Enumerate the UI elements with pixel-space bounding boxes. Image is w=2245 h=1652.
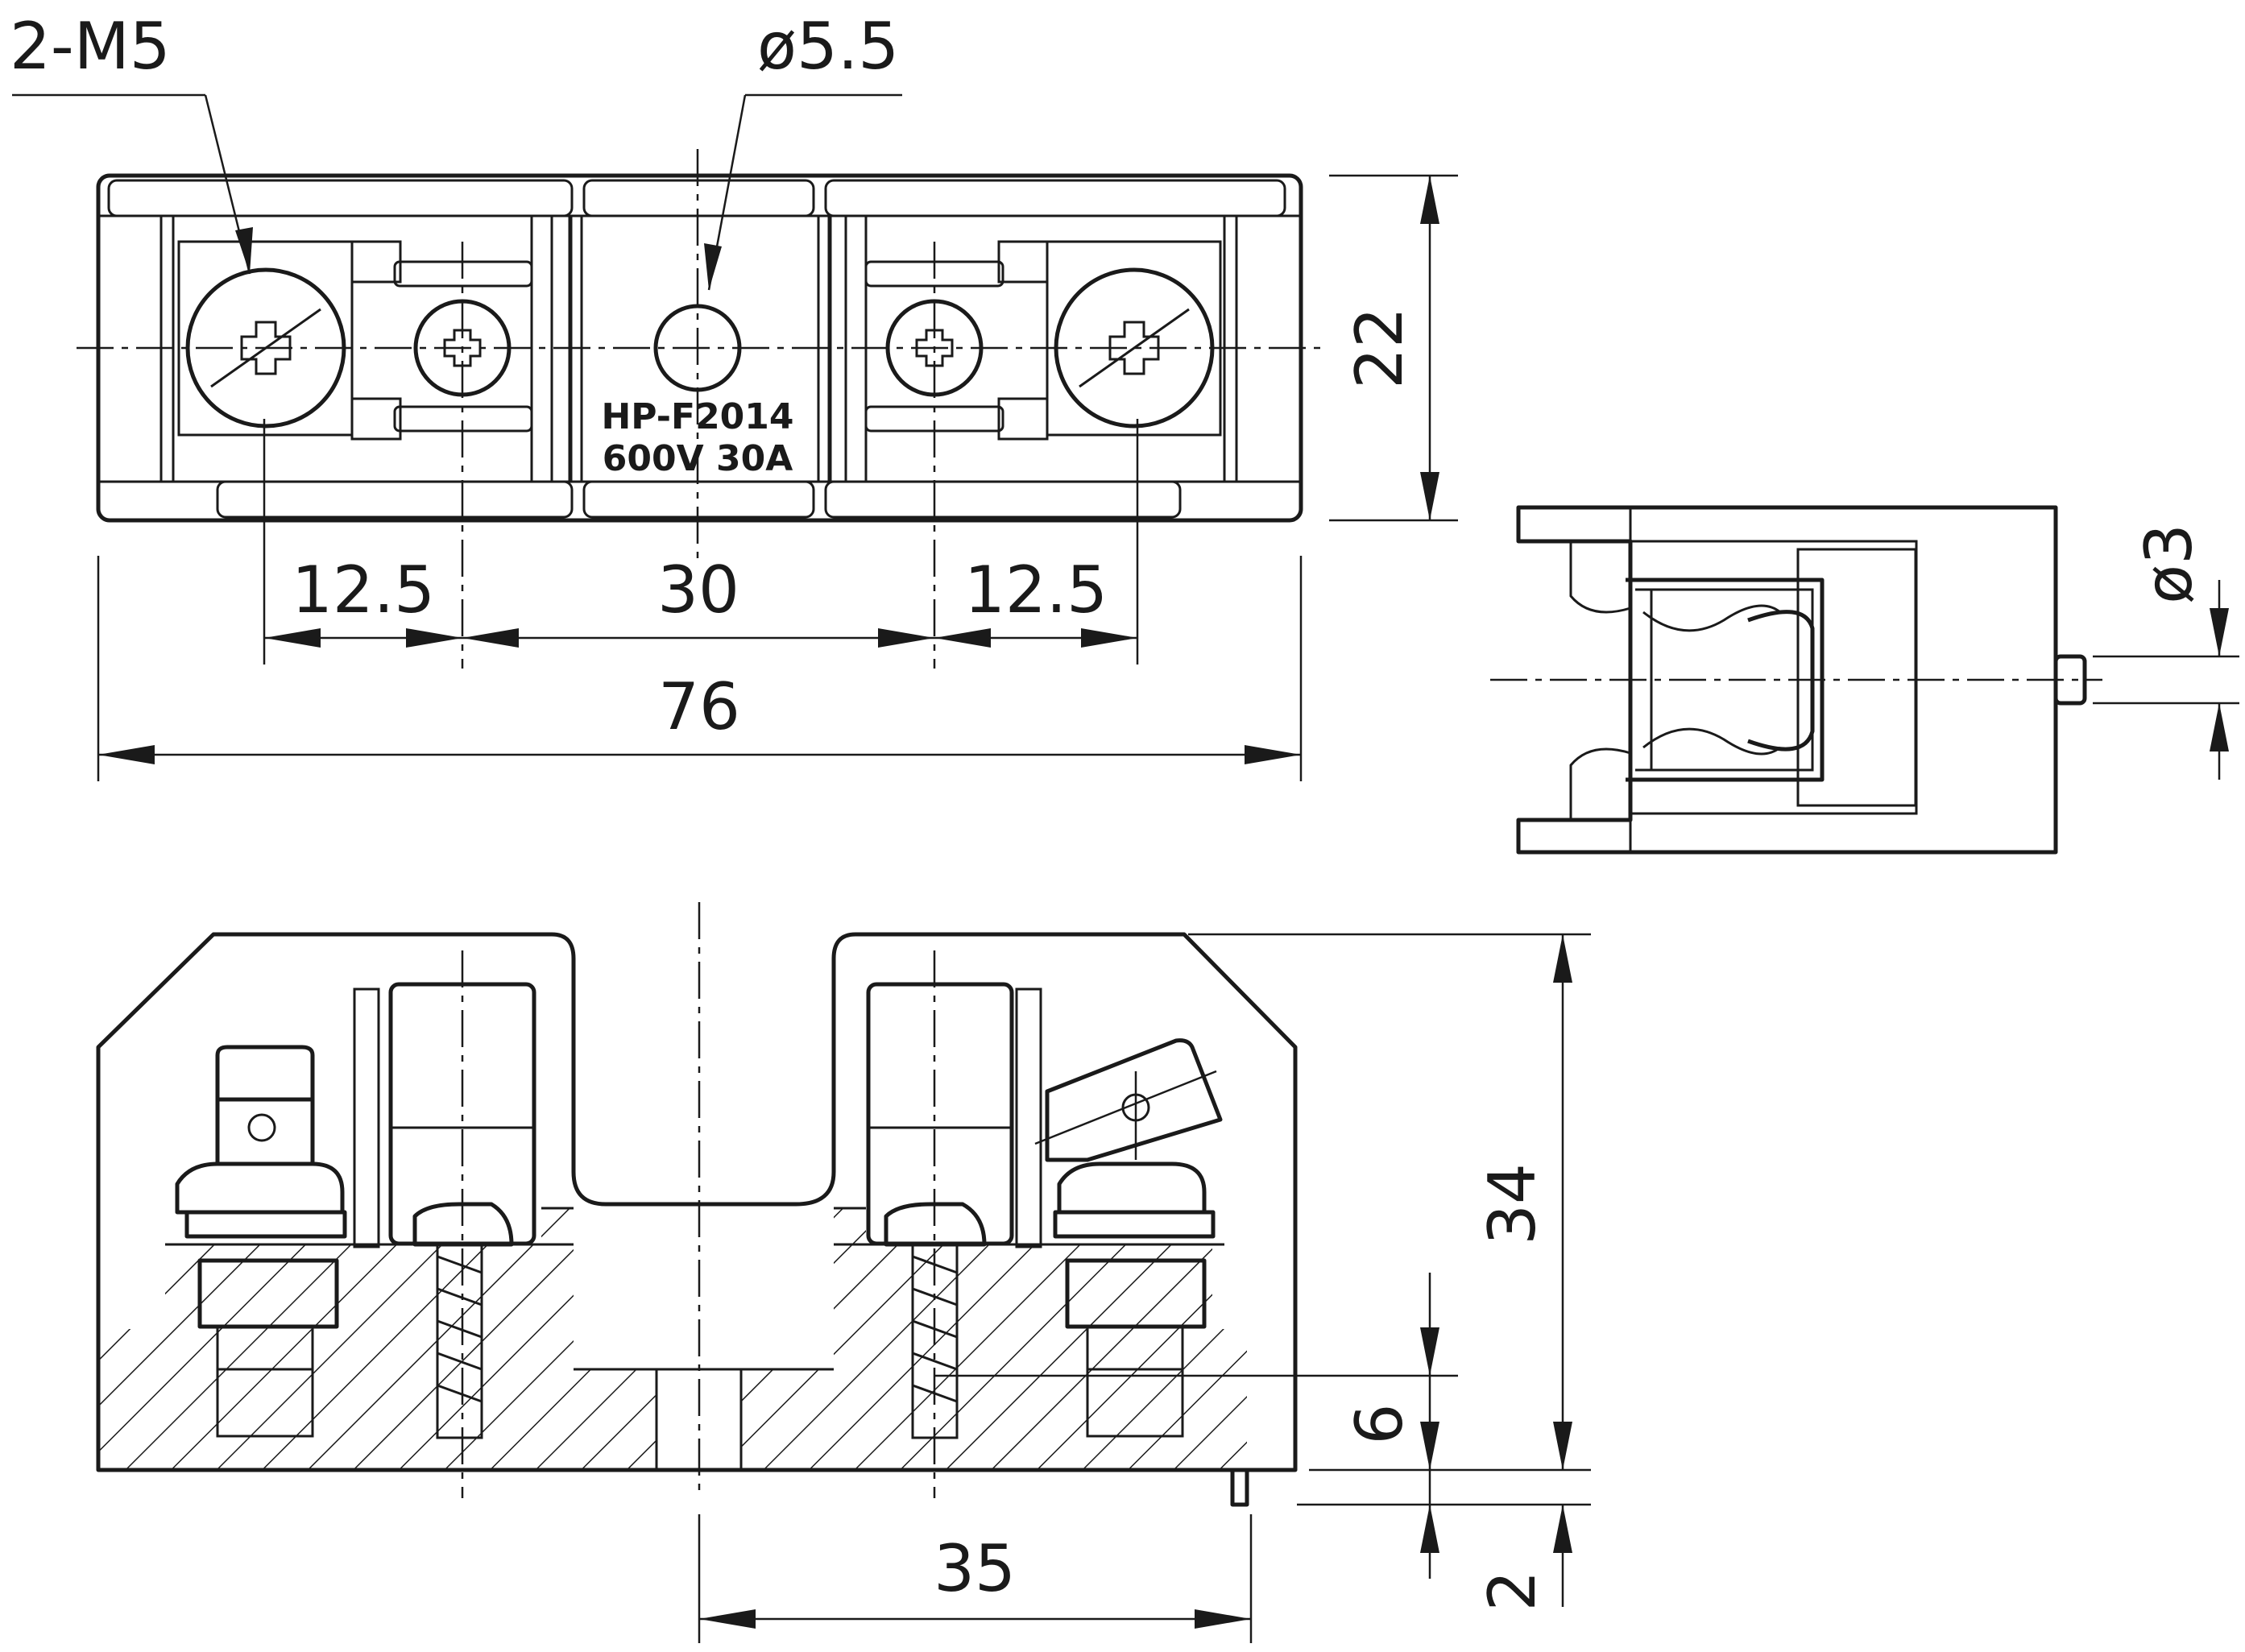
center-pitch-label: 30 xyxy=(657,553,739,627)
pin-diameter-label: ø3 xyxy=(2131,524,2206,604)
dimension-35: 35 xyxy=(698,1514,1253,1643)
dimension-22: 22 xyxy=(1329,174,1458,522)
left-pitch-label: 12.5 xyxy=(292,553,435,627)
pitch-dimensions: 12.5 30 12.5 xyxy=(263,419,1139,665)
thread-callout-label: 2-M5 xyxy=(10,9,171,84)
model-marking: HP-F2014 xyxy=(601,396,793,437)
hole-diameter-callout: ø5.5 xyxy=(704,9,902,291)
dimension-6: 6 xyxy=(934,1273,1458,1470)
pin-diameter-dimension: ø3 xyxy=(2093,524,2239,780)
right-pitch-label: 12.5 xyxy=(964,553,1108,627)
base-thickness-label: 6 xyxy=(1342,1404,1417,1445)
right-terminal-tab xyxy=(1034,1038,1223,1162)
right-terminal-stud xyxy=(1053,1161,1216,1438)
overall-height-label: 34 xyxy=(1475,1163,1550,1245)
dimension-76: 76 xyxy=(97,556,1303,781)
front-section-view xyxy=(96,902,1298,1507)
step-height-label: 2 xyxy=(1475,1571,1550,1612)
left-terminal-stud xyxy=(175,1045,347,1438)
top-view: HP-F2014 600V 30A xyxy=(77,149,1321,669)
overall-length-label: 76 xyxy=(658,669,740,744)
left-section-screw xyxy=(412,1202,514,1439)
rating-marking: 600V 30A xyxy=(603,438,793,479)
dimension-2: 2 xyxy=(1297,1470,1591,1611)
hole-diameter-label: ø5.5 xyxy=(757,9,899,84)
dimension-22-label: 22 xyxy=(1342,307,1417,389)
side-view xyxy=(1490,505,2102,855)
mount-spacing-label: 35 xyxy=(934,1531,1016,1606)
thread-callout: 2-M5 xyxy=(10,9,253,275)
dimension-34: 34 xyxy=(1188,933,1591,1472)
